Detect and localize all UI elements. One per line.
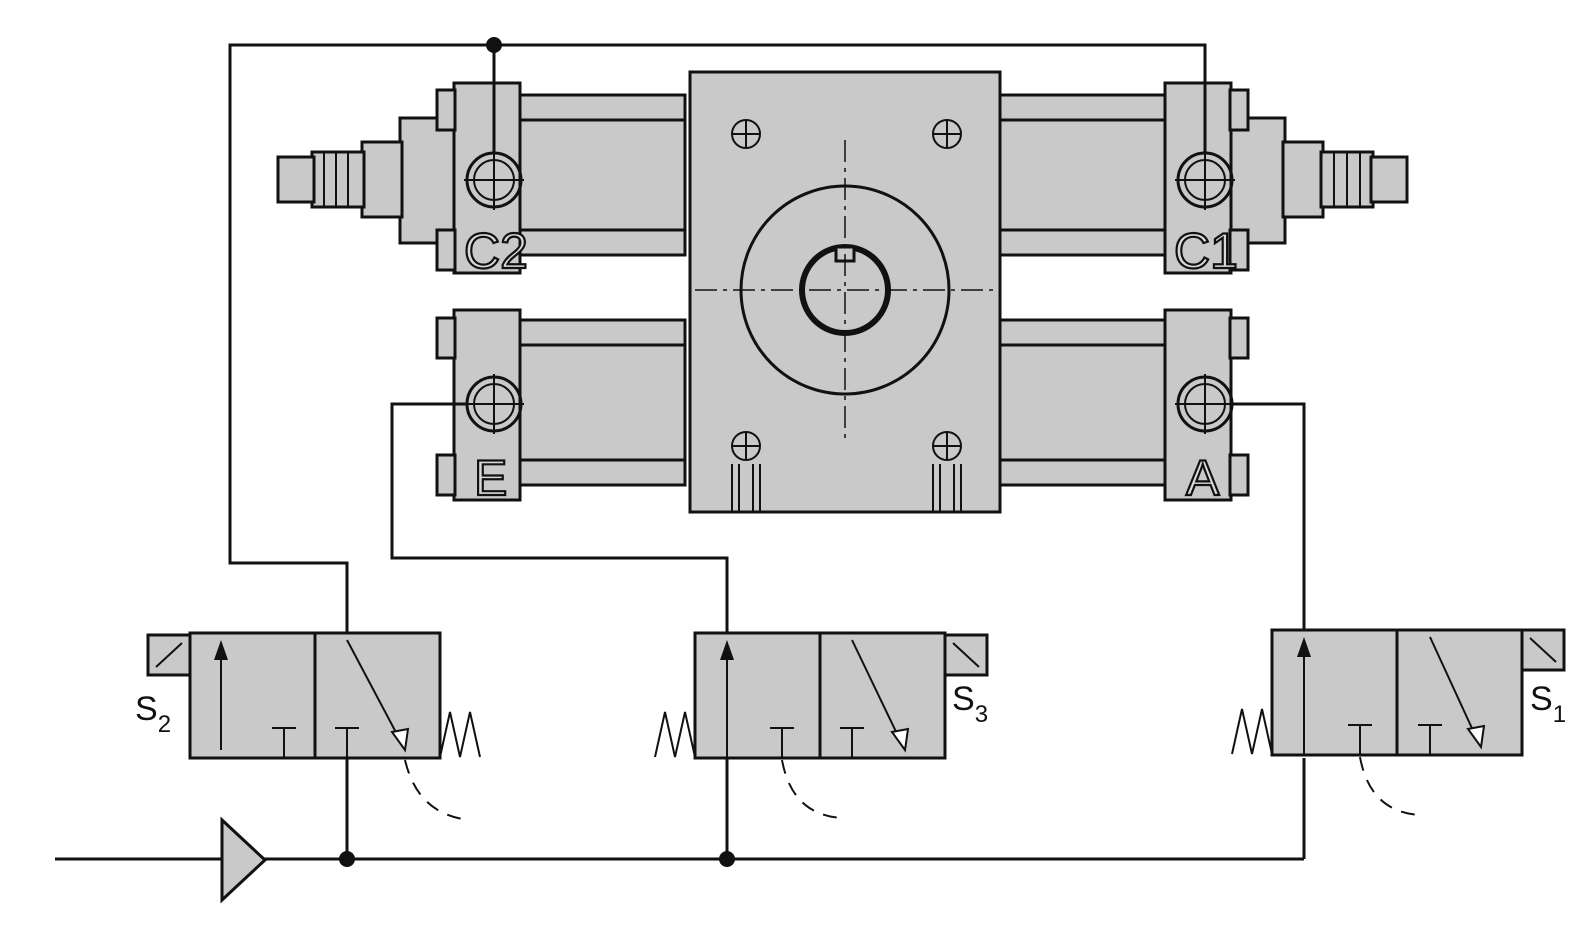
upper-left-barrel [518, 118, 687, 232]
exhaust-s1 [1359, 756, 1421, 816]
exhaust-s2 [404, 759, 471, 821]
upper-left-tube-bottom [518, 228, 687, 257]
solenoid-s1 [1520, 628, 1566, 672]
mounting-hole-tr [932, 119, 962, 149]
valve-s2-left-square [188, 631, 317, 760]
exhaust-s3 [781, 759, 843, 819]
solenoid-label-s3: S3 [952, 680, 988, 728]
bolt-c1-bottom [1228, 228, 1250, 272]
lower-right-barrel [998, 343, 1167, 462]
pneumatic-lines [55, 37, 1306, 904]
upper-left-gland [360, 140, 404, 219]
pressure-source-triangle [220, 816, 268, 904]
bolt-c2-top [435, 88, 457, 132]
lower-right-tube-top [998, 318, 1167, 347]
port-label-c2: C2 [464, 223, 528, 279]
valve-s1-left-square [1270, 628, 1399, 757]
mounting-hole-br [932, 431, 962, 512]
bolt-a-top [1228, 316, 1250, 360]
valve-s3-right-square [818, 631, 947, 760]
port-label-e: E [474, 450, 507, 506]
spring-s3 [654, 711, 696, 758]
solenoid-label-s2: S2 [135, 690, 171, 738]
lower-left-tube-top [518, 318, 687, 347]
upper-cylinder [276, 81, 1409, 275]
junction-s3 [719, 851, 735, 867]
junction-s2 [339, 851, 355, 867]
solenoid-label-s1: S1 [1530, 680, 1566, 728]
upper-left-outer-cap [398, 116, 457, 245]
upper-right-gland [1281, 140, 1325, 219]
lower-left-tube-bottom [518, 458, 687, 487]
line-a-to-s1 [1232, 402, 1306, 633]
mounting-hole-tl [731, 119, 761, 149]
junction-top [486, 37, 502, 53]
spring-s2 [439, 711, 481, 758]
valve-s1: S1 [1231, 628, 1566, 816]
line-e-to-s3 [390, 402, 729, 633]
upper-left-tube-top [518, 93, 687, 122]
central-housing [688, 70, 1002, 514]
bolt-e-bottom [435, 453, 457, 497]
upper-right-tube-bottom [998, 228, 1167, 257]
port-block-c1 [1163, 81, 1233, 275]
lower-left-barrel [518, 343, 687, 462]
valve-s3-left-square [693, 631, 822, 760]
valve-s3: S3 [654, 631, 989, 819]
port-label-a: A [1186, 450, 1220, 506]
port-label-c1: C1 [1174, 223, 1238, 279]
upper-left-rod-end [276, 155, 316, 204]
upper-right-barrel [998, 118, 1167, 232]
upper-right-tube-top [998, 93, 1167, 122]
line-c-to-s2 [228, 43, 496, 633]
bolt-a-bottom [1228, 453, 1250, 497]
line-c2-c1 [494, 43, 1207, 153]
bolt-c1-top [1228, 88, 1250, 132]
upper-right-outer-cap [1228, 116, 1287, 245]
bolt-e-top [435, 316, 457, 360]
valve-s1-right-square [1395, 628, 1524, 757]
upper-right-rod-end [1369, 155, 1409, 204]
spring-s1 [1231, 708, 1273, 755]
lower-right-tube-bottom [998, 458, 1167, 487]
port-block-c2 [452, 81, 522, 275]
mounting-hole-bl [731, 431, 761, 512]
lower-cylinder [435, 308, 1250, 502]
bolt-c2-bottom [435, 228, 457, 272]
valve-s2: S2 [135, 631, 481, 821]
upper-left-rod-nut [310, 150, 366, 209]
